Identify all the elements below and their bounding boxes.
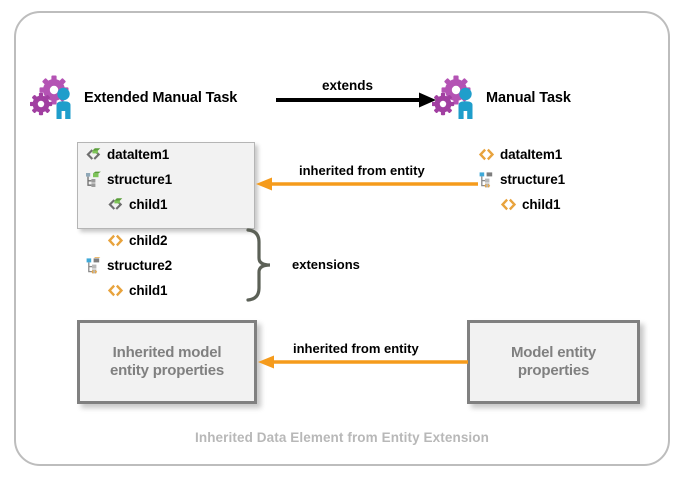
tree-item-label: child2 bbox=[129, 233, 168, 248]
data-item-inherited-icon bbox=[107, 196, 124, 213]
node-extended-manual-task[interactable]: Extended Manual Task bbox=[29, 74, 238, 122]
structure-icon bbox=[478, 171, 495, 188]
tree-item-source-dataitem1[interactable]: dataItem1 bbox=[478, 146, 562, 163]
tree-item-inherited-child1[interactable]: child1 bbox=[107, 196, 168, 213]
inherited-from-entity-label-bottom: inherited from entity bbox=[293, 341, 419, 356]
structure-icon bbox=[85, 256, 102, 274]
data-item-icon bbox=[107, 282, 124, 299]
inherited-model-entity-properties-text: Inherited model entity properties bbox=[110, 344, 224, 381]
prop-line-1: Model entity bbox=[510, 343, 597, 361]
tree-item-label: structure2 bbox=[107, 258, 173, 273]
tree-item-extension-child2[interactable]: child2 bbox=[107, 232, 168, 249]
tree-item-label: dataItem1 bbox=[500, 147, 563, 162]
tree-item-inherited-structure1[interactable]: structure1 bbox=[85, 171, 172, 188]
prop-line-1: Inherited model bbox=[112, 343, 222, 361]
tree-item-label: child1 bbox=[522, 197, 561, 212]
data-item-icon bbox=[478, 146, 495, 163]
node-manual-task[interactable]: Manual Task bbox=[431, 74, 571, 122]
inherited-items-panel bbox=[77, 142, 255, 229]
node-extended-manual-task-label: Extended Manual Task bbox=[84, 90, 238, 106]
model-entity-properties-text: Model entity properties bbox=[511, 344, 596, 381]
tree-item-label: dataItem1 bbox=[107, 147, 170, 162]
tree-item-extension-structure2[interactable]: structure2 bbox=[85, 256, 173, 274]
extends-connector bbox=[276, 92, 436, 108]
tree-item-inherited-dataitem1[interactable]: dataItem1 bbox=[85, 146, 169, 163]
extensions-brace bbox=[244, 228, 278, 302]
model-entity-properties-box[interactable]: Model entity properties bbox=[467, 320, 640, 404]
inherited-from-entity-connector-top bbox=[256, 177, 478, 191]
extends-connector-label: extends bbox=[322, 78, 374, 93]
structure-inherited-icon bbox=[85, 171, 102, 188]
tree-item-label: child1 bbox=[129, 283, 168, 298]
tree-item-label: child1 bbox=[129, 197, 168, 212]
node-manual-task-label: Manual Task bbox=[486, 90, 571, 106]
manual-task-gears-person-icon bbox=[431, 74, 480, 122]
prop-line-2: entity properties bbox=[109, 362, 225, 379]
tree-item-label: structure1 bbox=[500, 172, 566, 187]
data-item-inherited-icon bbox=[85, 146, 102, 163]
extensions-label: extensions bbox=[292, 257, 360, 272]
manual-task-gears-person-icon bbox=[29, 74, 78, 122]
inherited-from-entity-label-top: inherited from entity bbox=[299, 163, 425, 178]
tree-item-extension-child1[interactable]: child1 bbox=[107, 282, 168, 299]
tree-item-source-structure1[interactable]: structure1 bbox=[478, 171, 565, 188]
inherited-model-entity-properties-box[interactable]: Inherited model entity properties bbox=[77, 320, 257, 404]
data-item-icon bbox=[500, 196, 517, 213]
tree-item-source-child1[interactable]: child1 bbox=[500, 196, 561, 213]
diagram-caption: Inherited Data Element from Entity Exten… bbox=[195, 430, 489, 445]
inherited-from-entity-connector-bottom bbox=[258, 355, 468, 369]
prop-line-2: properties bbox=[517, 362, 590, 379]
tree-item-label: structure1 bbox=[107, 172, 173, 187]
data-item-icon bbox=[107, 232, 124, 249]
